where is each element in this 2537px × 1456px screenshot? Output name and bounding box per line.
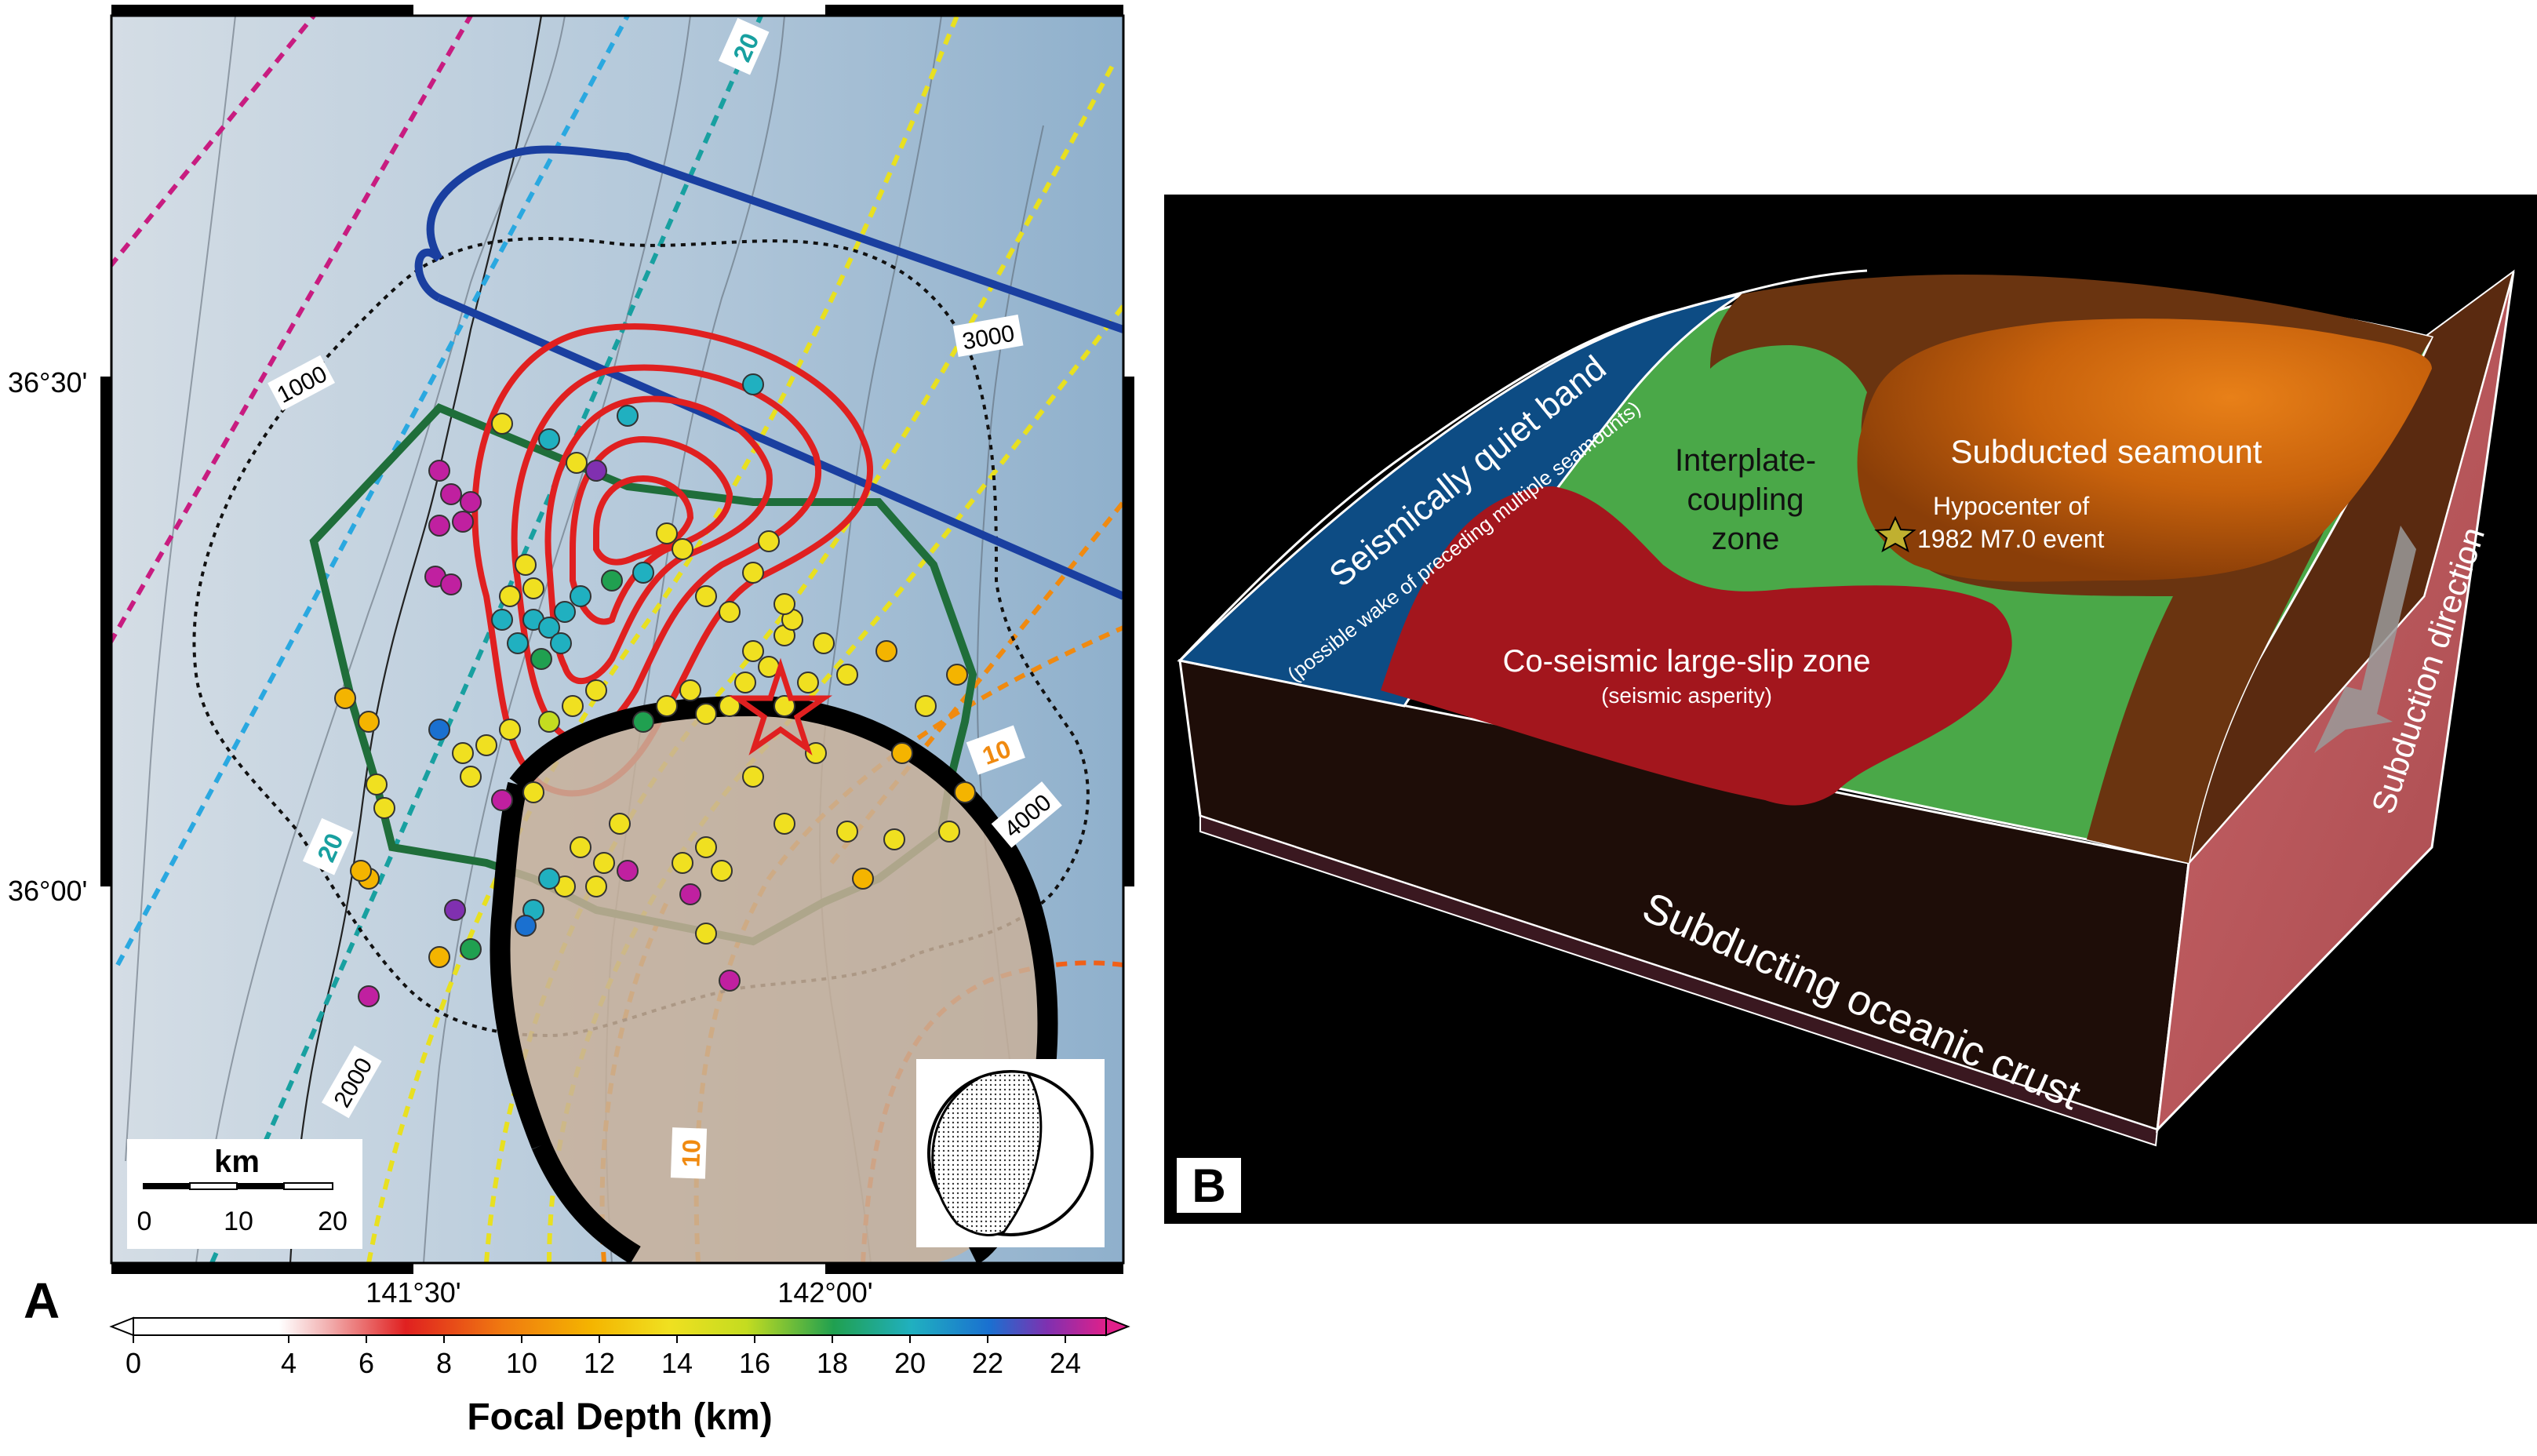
lat-label-36-00: 36°00'	[8, 875, 87, 907]
scale-bar-tick-10: 10	[224, 1207, 253, 1236]
colorbar-tick-6: 6	[359, 1347, 374, 1379]
coupling-zone-label-2: coupling	[1687, 482, 1804, 517]
slip-zone-surface	[1381, 486, 2012, 806]
colorbar-title: Focal Depth (km)	[467, 1396, 772, 1438]
panel-b-label: B	[1192, 1159, 1225, 1212]
panel-a-label: A	[24, 1272, 60, 1329]
colorbar-tick-12: 12	[584, 1347, 615, 1379]
coupling-zone-label-3: zone	[1712, 522, 1780, 556]
colorbar-tick-18: 18	[817, 1347, 848, 1379]
colorbar-tick-16: 16	[739, 1347, 770, 1379]
mainshock-star	[728, 657, 833, 755]
slip-zone-label: Co-seismic large-slip zone	[1502, 644, 1870, 679]
hypocenter-label-1: Hypocenter of	[1933, 492, 2089, 520]
scale-bar-tick-20: 20	[318, 1207, 348, 1236]
lon-label-141-30: 141°30'	[366, 1276, 460, 1309]
panel-b-block-diagram: Seismically quiet band (possible wake of…	[1164, 195, 2537, 1224]
slip-zone-note: (seismic asperity)	[1601, 683, 1772, 708]
colorbar-tick-24: 24	[1050, 1347, 1081, 1379]
depth-colorbar: 0 4 6 8 10 12 14 16 18 20 22 24 Focal De…	[109, 1316, 1130, 1438]
colorbar-tick-14: 14	[661, 1347, 693, 1379]
seamount-label: Subducted seamount	[1951, 433, 2262, 470]
scale-bar-tick-0: 0	[137, 1207, 152, 1236]
quiet-band-outline-lower	[414, 249, 442, 302]
slab-contour-20km	[209, 16, 763, 1263]
colorbar-tick-4: 4	[281, 1347, 297, 1379]
coupling-zone-label-1: Interplate-	[1675, 443, 1816, 478]
panel-a-map: 1000 3000 4000 2000 20 20	[8, 5, 1134, 1438]
colorbar-ticks	[133, 1335, 1066, 1343]
colorbar-tick-22: 22	[972, 1347, 1003, 1379]
bathymetry-contours	[125, 16, 1044, 1263]
subduction-arrow	[2314, 526, 2416, 753]
slab-label-10-bottom: 10	[676, 1139, 705, 1168]
scale-bar: km 0 10 20	[127, 1139, 362, 1249]
quiet-band-edge	[1178, 269, 1868, 662]
focal-mechanism-beachball	[916, 1059, 1105, 1247]
depth-contours-dotted	[192, 237, 1090, 1038]
bathymetry-labels: 1000 3000 4000 2000	[268, 315, 1062, 1119]
colorbar-tick-10: 10	[506, 1347, 537, 1379]
earthquake-epicenters	[334, 373, 976, 1007]
subducted-seamount	[1857, 318, 2432, 582]
hypocenter-label-2: 1982 M7.0 event	[1917, 525, 2105, 553]
lat-label-36-30: 36°30'	[8, 366, 87, 399]
map-frame-ticks	[100, 5, 1134, 1274]
crust-bottom-strip	[1199, 814, 2159, 1147]
slab-contour-22km	[115, 16, 630, 966]
lon-label-142-00: 142°00'	[777, 1276, 872, 1309]
coastline	[289, 16, 543, 1263]
panel-b-label-box: B	[1177, 1158, 1241, 1213]
scale-bar-unit: km	[214, 1145, 260, 1179]
hypocenter-star	[1874, 515, 1916, 553]
colorbar-tick-0: 0	[126, 1347, 141, 1379]
colorbar-tick-8: 8	[436, 1347, 452, 1379]
quiet-band-outline	[426, 145, 1123, 600]
colorbar-tick-20: 20	[894, 1347, 926, 1379]
slab-contour-25km	[111, 16, 473, 645]
